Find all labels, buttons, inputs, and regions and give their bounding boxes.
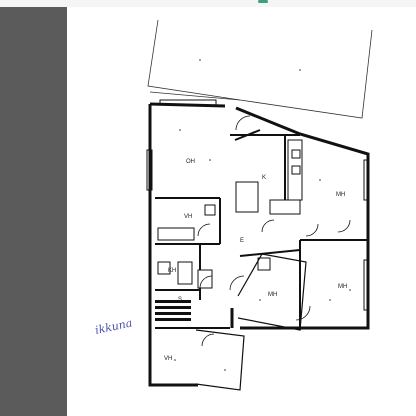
- handwritten-note: ikkuna: [94, 316, 133, 337]
- room-label-oh: OH: [186, 159, 195, 165]
- room-label-kh: KH: [168, 268, 176, 274]
- tab-indicator: [258, 0, 268, 3]
- sauna-benches: [155, 300, 191, 321]
- room-label-e: E: [240, 238, 244, 244]
- bathroom-fixtures: [157, 204, 271, 289]
- viewer-left-margin: [0, 7, 67, 416]
- room-label-k: K: [262, 175, 266, 181]
- room-label-s: S: [178, 297, 182, 303]
- viewer-top-strip: [0, 0, 416, 7]
- document-page: [67, 7, 385, 416]
- window-bands: [146, 99, 370, 311]
- room-label-vh-bottom: VH: [164, 356, 172, 362]
- room-label-mh-center: MH: [268, 292, 277, 298]
- kitchen-counters: [235, 139, 303, 215]
- viewer-right-margin: [385, 7, 416, 416]
- entrance-walls: [195, 253, 307, 391]
- room-label-vh-top: VH: [184, 214, 192, 220]
- room-label-mh-lower: MH: [338, 284, 347, 290]
- scan-noise: [174, 59, 351, 371]
- room-label-mh-right: MH: [336, 192, 345, 198]
- inner-walls: [155, 129, 368, 330]
- door-swings: [197, 115, 351, 347]
- outer-walls: [148, 102, 370, 387]
- balcony-outline: [147, 19, 373, 119]
